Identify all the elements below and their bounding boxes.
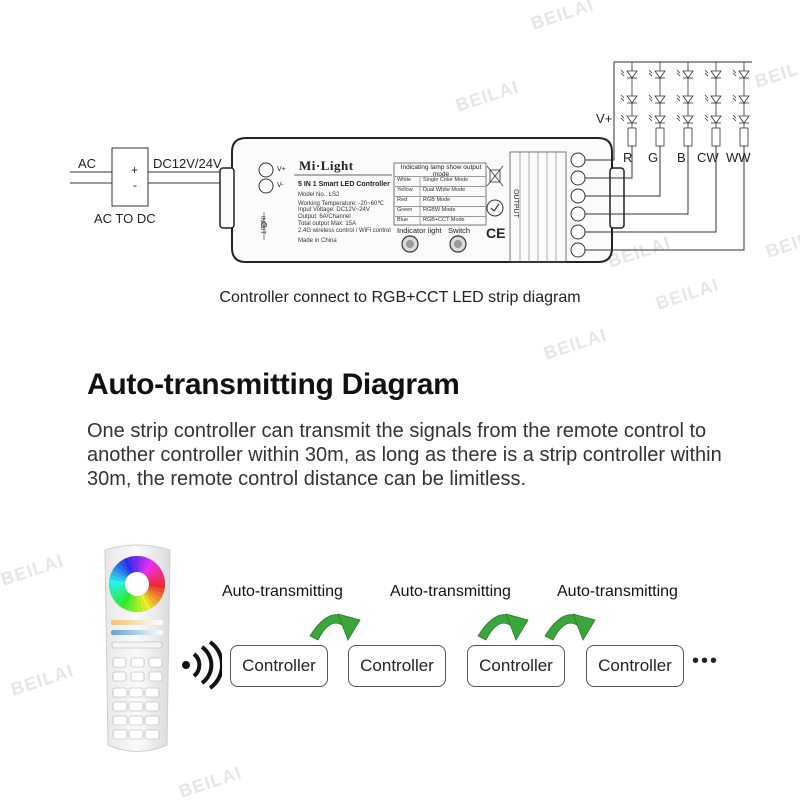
controller-box: Controller xyxy=(467,645,565,687)
diagram-caption: Controller connect to RGB+CCT LED strip … xyxy=(219,289,581,306)
led-diode xyxy=(704,114,722,124)
input-voltage: Input Voltage: DC12V~24V xyxy=(298,207,370,213)
remote-key xyxy=(148,671,163,682)
watermark: BEILAI xyxy=(541,324,610,364)
remote-key xyxy=(112,729,128,740)
led-diode xyxy=(648,69,666,79)
controller-box: Controller xyxy=(586,645,684,687)
ac-label: AC xyxy=(78,156,97,171)
plus-sign: + xyxy=(131,163,139,177)
terminal-vminus xyxy=(258,178,274,194)
remote-key xyxy=(144,729,160,740)
led-diode xyxy=(620,94,638,104)
vplus-label: V+ xyxy=(596,111,613,126)
transmit-arrows xyxy=(309,613,596,641)
minus-sign: - xyxy=(133,178,137,192)
weee-bin-icon xyxy=(486,165,504,187)
remote-key xyxy=(112,715,128,726)
watermark: BEILAI xyxy=(0,550,67,590)
remote-key xyxy=(112,671,127,682)
indicator-light-label: Indicator light xyxy=(397,226,442,235)
remote-key xyxy=(130,657,145,668)
total-output: Total output Max: 15A xyxy=(298,221,357,227)
led-diode xyxy=(648,114,666,124)
terminal-vplus xyxy=(258,162,274,178)
color-temp-slider xyxy=(111,620,163,625)
remote-key xyxy=(130,671,145,682)
certification-icon xyxy=(486,199,504,217)
auto-transmitting-label: Auto-transmitting xyxy=(390,583,511,600)
led-diode xyxy=(704,94,722,104)
more-controllers-ellipsis: ••• xyxy=(692,650,720,672)
watermark: BEILAI xyxy=(8,660,77,700)
output-terminals xyxy=(570,152,586,258)
section-description: One strip controller can transmit the si… xyxy=(87,420,722,490)
terminal-vplus-label: V+ xyxy=(277,166,286,173)
remote-key xyxy=(148,657,163,668)
input-label: INPUT xyxy=(259,216,265,234)
led-diode xyxy=(732,114,750,124)
transmit-arrow xyxy=(309,613,361,641)
auto-transmitting-label: Auto-transmitting xyxy=(222,583,343,600)
led-diode xyxy=(732,69,750,79)
product-name: 5 IN 1 Smart LED Controller xyxy=(298,181,390,188)
remote-key xyxy=(144,715,160,726)
transmit-arrow xyxy=(544,613,596,641)
remote-key xyxy=(128,701,144,712)
controller-housing xyxy=(231,137,613,263)
made-in: Made in China xyxy=(298,238,337,244)
section-heading: Auto-transmitting Diagram xyxy=(87,368,460,401)
working-temp: Working Temperature: -20~60℃ xyxy=(298,201,385,207)
brightness-slider xyxy=(111,630,163,635)
converter-label: AC TO DC xyxy=(94,211,156,226)
controller-box: Controller xyxy=(348,645,446,687)
led-diode xyxy=(620,69,638,79)
remote-key xyxy=(112,687,128,698)
brand-logo: Mi·Light xyxy=(299,158,354,173)
channel-label-ww: WW xyxy=(726,150,751,165)
led-diode xyxy=(620,114,638,124)
output-label: OUTPUT xyxy=(511,189,519,218)
channel-label-r: R xyxy=(623,150,633,165)
indicator-header: Indicating lamp show output mode xyxy=(400,164,482,178)
ac-dc-converter xyxy=(111,147,149,207)
led-diode xyxy=(676,114,694,124)
controller-box: Controller xyxy=(230,645,328,687)
wireless-info: 2.4G wireless control / WiFi control xyxy=(298,228,391,234)
led-diode xyxy=(648,94,666,104)
output-per-channel: Output: 6A/Channel xyxy=(298,214,351,220)
switch-label: Switch xyxy=(448,226,471,235)
remote-key xyxy=(128,715,144,726)
terminal-vminus-label: V- xyxy=(277,182,284,189)
remote-control xyxy=(104,544,171,752)
remote-key xyxy=(128,729,144,740)
transmit-arrow xyxy=(477,613,529,641)
channel-label-cw: CW xyxy=(697,150,719,165)
led-diode xyxy=(732,94,750,104)
led-diode xyxy=(704,69,722,79)
dc-label: DC12V/24V xyxy=(153,156,222,171)
channel-label-g: G xyxy=(648,150,659,165)
model-number: Model No.: LS2 xyxy=(298,192,340,198)
remote-key xyxy=(144,687,160,698)
led-strip xyxy=(620,62,750,128)
watermark: BEILAI xyxy=(176,762,245,802)
wiring-diagram xyxy=(70,61,752,263)
remote-key xyxy=(112,657,127,668)
remote-key xyxy=(144,701,160,712)
wireless-signal-icon xyxy=(182,640,222,690)
auto-transmitting-label: Auto-transmitting xyxy=(557,583,678,600)
led-diode xyxy=(676,94,694,104)
remote-key xyxy=(112,701,128,712)
led-diode xyxy=(676,69,694,79)
remote-key xyxy=(128,687,144,698)
channel-label-b: B xyxy=(677,150,686,165)
ce-mark: CE xyxy=(486,225,506,241)
